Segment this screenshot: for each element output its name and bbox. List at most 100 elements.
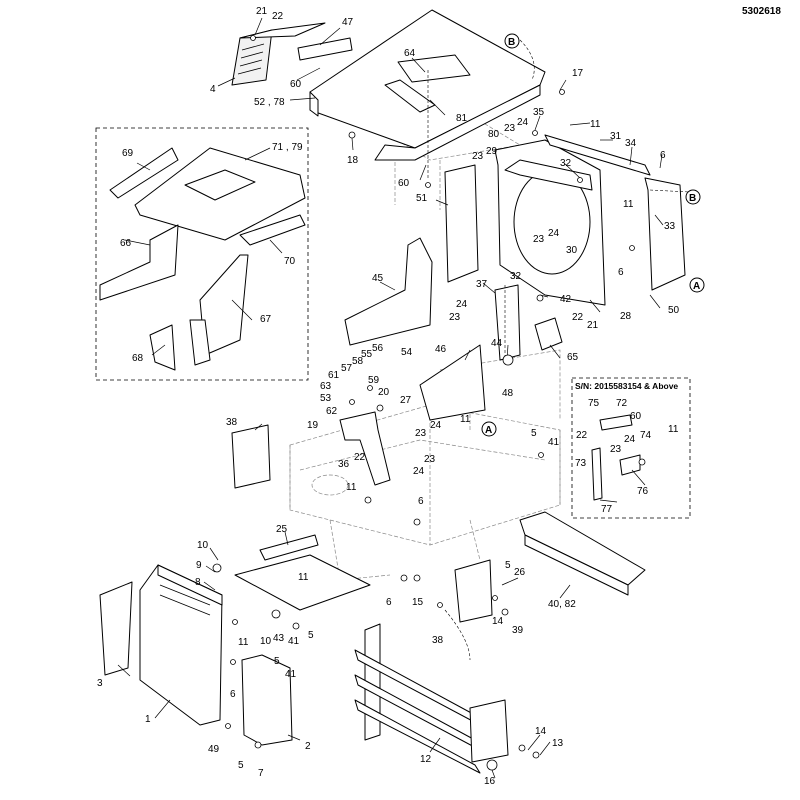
callout-50: 50 xyxy=(668,305,680,316)
callout-42: 42 xyxy=(560,294,572,305)
callout-68: 68 xyxy=(132,353,144,364)
callout-71-79: 71 , 79 xyxy=(272,142,303,153)
callout-7: 7 xyxy=(258,768,264,779)
callout-22: 22 xyxy=(272,11,284,22)
inset-panels-box xyxy=(95,127,309,381)
callout-75: 75 xyxy=(588,398,600,409)
callout-14: 14 xyxy=(535,726,547,737)
callout-41: 41 xyxy=(285,669,297,680)
callout-41: 41 xyxy=(288,636,300,647)
reference-marker-a-right: A xyxy=(689,277,705,293)
callout-22: 22 xyxy=(354,452,366,463)
callout-72: 72 xyxy=(616,398,628,409)
callout-66: 66 xyxy=(120,238,132,249)
callout-60: 60 xyxy=(630,411,642,422)
battery-box-side xyxy=(524,534,629,596)
callout-6: 6 xyxy=(618,267,624,278)
callout-6: 6 xyxy=(386,597,392,608)
callout-18: 18 xyxy=(347,155,359,166)
callout-6: 6 xyxy=(418,496,424,507)
svg-text:B: B xyxy=(689,193,696,204)
plate-part-2 xyxy=(241,654,293,746)
callout-48: 48 xyxy=(502,388,514,399)
callout-27: 27 xyxy=(400,395,412,406)
callout-74: 74 xyxy=(640,430,652,441)
plate-part-38-upper xyxy=(231,424,271,489)
callout-24: 24 xyxy=(456,299,468,310)
callout-70: 70 xyxy=(284,256,296,267)
callout-31: 31 xyxy=(610,131,622,142)
callout-32: 32 xyxy=(560,158,572,169)
reservoir-part-65 xyxy=(534,317,563,351)
rail-part-31 xyxy=(544,134,651,176)
callout-23: 23 xyxy=(449,312,461,323)
callout-22: 22 xyxy=(576,430,588,441)
callout-11: 11 xyxy=(346,482,357,493)
callout-28: 28 xyxy=(620,311,632,322)
callout-26: 26 xyxy=(514,567,526,578)
callout-80: 80 xyxy=(488,129,500,140)
callout-41: 41 xyxy=(548,437,560,448)
callout-33: 33 xyxy=(664,221,676,232)
front-cover-part-1 xyxy=(139,564,223,726)
callout-10: 10 xyxy=(197,540,209,551)
callout-60: 60 xyxy=(290,79,302,90)
callout-24: 24 xyxy=(548,228,560,239)
callout-3: 3 xyxy=(97,678,103,689)
callout-22: 22 xyxy=(572,312,584,323)
grille-part-4 xyxy=(231,22,326,86)
plate-part-38-lower xyxy=(454,559,493,623)
side-panel-51 xyxy=(444,164,479,283)
callout-76: 76 xyxy=(637,486,649,497)
callout-58: 58 xyxy=(352,356,364,367)
callout-44: 44 xyxy=(491,338,503,349)
callout-47: 47 xyxy=(342,17,354,28)
fasteners xyxy=(212,35,635,759)
callout-24: 24 xyxy=(430,420,442,431)
callout-6: 6 xyxy=(230,689,236,700)
callout-65: 65 xyxy=(567,352,579,363)
callout-25: 25 xyxy=(276,524,288,535)
bumper-part-12 xyxy=(354,623,509,774)
callout-leaders xyxy=(117,17,664,779)
callout-4: 4 xyxy=(210,84,216,95)
callout-59: 59 xyxy=(368,375,380,386)
callout-61: 61 xyxy=(328,370,340,381)
side-panel-part-3 xyxy=(99,581,133,676)
inset-sn-box xyxy=(571,377,691,519)
svg-text:B: B xyxy=(508,37,515,48)
callout-23: 23 xyxy=(504,123,516,134)
callout-56: 56 xyxy=(372,343,384,354)
callout-17: 17 xyxy=(572,68,584,79)
callout-11: 11 xyxy=(623,199,634,210)
callout-45: 45 xyxy=(372,273,384,284)
callout-24: 24 xyxy=(517,117,529,128)
callout-12: 12 xyxy=(420,754,432,765)
callout-23: 23 xyxy=(415,428,427,439)
callout-46: 46 xyxy=(435,344,447,355)
callout-38: 38 xyxy=(226,417,238,428)
bracket-part-25 xyxy=(234,554,371,611)
callout-67: 67 xyxy=(260,314,272,325)
reference-marker-b-top: B xyxy=(504,33,520,49)
callout-53: 53 xyxy=(320,393,332,404)
callout-10: 10 xyxy=(260,636,272,647)
callout-73: 73 xyxy=(575,458,587,469)
document-number: 5302618 xyxy=(742,6,781,17)
callout-11: 11 xyxy=(298,572,309,583)
panel-part-46 xyxy=(419,344,486,421)
callout-19: 19 xyxy=(307,420,319,431)
inset-sn-parts xyxy=(591,414,646,501)
callout-5: 5 xyxy=(505,560,511,571)
callout-15: 15 xyxy=(412,597,424,608)
callout-16: 16 xyxy=(484,776,496,787)
callout-69: 69 xyxy=(122,148,134,159)
side-panel-50 xyxy=(644,177,686,291)
callout-21: 21 xyxy=(256,6,268,17)
callout-2: 2 xyxy=(305,741,311,752)
callout-11: 11 xyxy=(460,414,471,425)
callout-54: 54 xyxy=(401,347,413,358)
callout-62: 62 xyxy=(326,406,338,417)
callout-77: 77 xyxy=(601,504,613,515)
